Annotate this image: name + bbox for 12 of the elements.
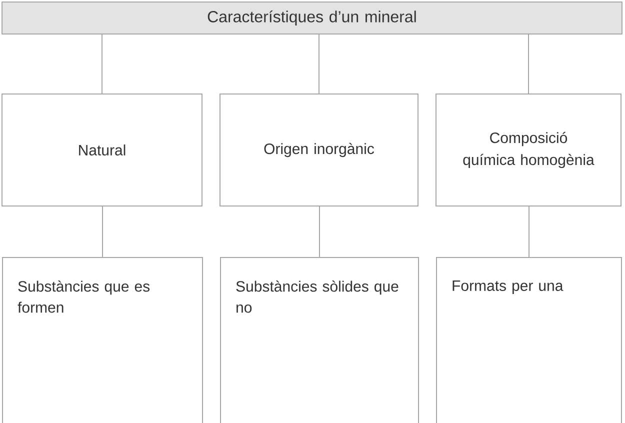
connector-line [319, 206, 320, 258]
category-box: Natural [2, 94, 202, 206]
connector-line [528, 34, 529, 94]
description-box: Formats per una [436, 256, 622, 423]
connector-line [318, 34, 320, 94]
connector-line [528, 206, 530, 258]
connector-line [102, 206, 103, 258]
title-bar: Característiques d’un mineral [2, 2, 622, 34]
description-box: Substàncies que es formen [2, 256, 203, 423]
description-box: Substàncies sòlides que no [220, 256, 419, 423]
category-box: Origen inorgànic [220, 94, 418, 206]
category-box: Composició química homogènia [436, 94, 622, 206]
